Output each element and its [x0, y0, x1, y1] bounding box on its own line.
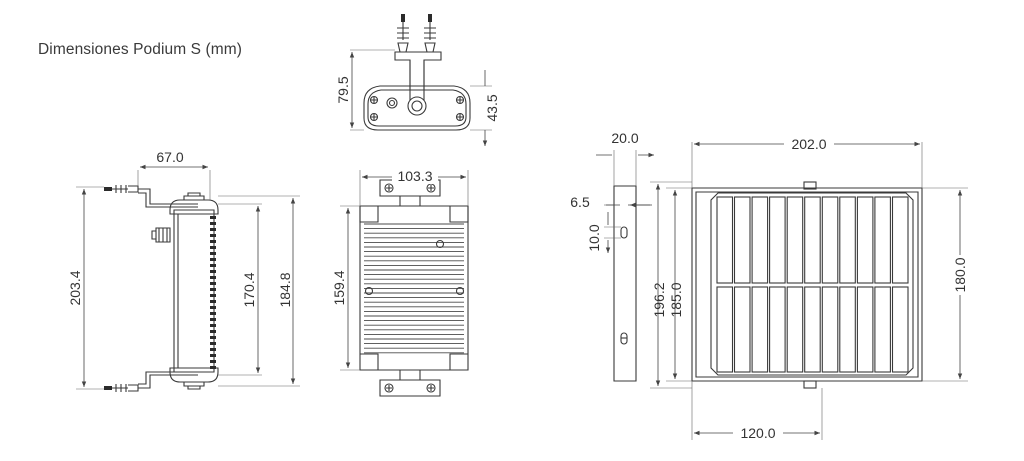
- top-base-plate: [363, 85, 471, 131]
- solar-cell: [856, 196, 874, 284]
- solar-cell: [839, 196, 856, 284]
- side-view: 67.0 203.4 170.4 184.8: [67, 149, 300, 392]
- side-fin: [210, 318, 216, 321]
- side-screw-top: [104, 185, 198, 208]
- solar-cell: [891, 286, 909, 373]
- solar-cell: [821, 196, 839, 284]
- panel-edge: [613, 185, 637, 382]
- solar-cell: [769, 196, 786, 284]
- side-fin: [210, 360, 216, 363]
- dim-79-5: 79.5: [335, 76, 351, 103]
- dim-67-0: 67.0: [156, 149, 183, 165]
- dim-10-0: 10.0: [586, 224, 602, 251]
- side-fin: [210, 312, 216, 315]
- solar-cell: [733, 286, 751, 373]
- dim-20-0: 20.0: [611, 130, 638, 146]
- side-fin: [210, 330, 216, 333]
- dim-185-0: 185.0: [668, 282, 684, 317]
- solar-cell: [874, 196, 891, 284]
- solar-cell: [786, 286, 804, 373]
- side-fin: [210, 348, 216, 351]
- solar-cell: [804, 286, 821, 373]
- drawing-title: Dimensiones Podium S (mm): [38, 41, 243, 58]
- side-cable-gland: [151, 227, 171, 243]
- solar-cell: [716, 286, 734, 373]
- solar-cell: [751, 286, 769, 373]
- side-fin: [210, 366, 216, 369]
- side-fin: [210, 228, 216, 231]
- solar-cell: [839, 286, 856, 373]
- side-fin: [210, 342, 216, 345]
- solar-cell: [769, 286, 786, 373]
- side-fin: [210, 294, 216, 297]
- side-fin: [210, 270, 216, 273]
- side-fin: [210, 252, 216, 255]
- side-fin: [210, 276, 216, 279]
- solar-cell: [716, 196, 734, 284]
- dim-159-4: 159.4: [331, 270, 347, 305]
- front-fins: [364, 223, 464, 354]
- side-fin: [210, 240, 216, 243]
- side-fin: [210, 306, 216, 309]
- front-view: 103.3 159.4: [331, 168, 469, 397]
- front-body: [359, 205, 469, 371]
- dim-6-5: 6.5: [570, 194, 590, 210]
- side-fin: [210, 288, 216, 291]
- solar-cell: [856, 286, 874, 373]
- side-fin: [210, 336, 216, 339]
- solar-cells: [716, 196, 909, 373]
- dim-103-3: 103.3: [397, 168, 432, 184]
- side-fin: [210, 246, 216, 249]
- dim-203-4: 203.4: [67, 270, 83, 305]
- side-fins: [210, 216, 216, 369]
- dim-180-0: 180.0: [952, 257, 968, 292]
- solar-cell: [786, 196, 804, 284]
- panel-side-view: 20.0 6.5 10.0: [570, 130, 654, 382]
- side-screw-bottom: [104, 371, 198, 392]
- dim-184-8: 184.8: [277, 272, 293, 307]
- top-screw-right: [424, 14, 436, 53]
- panel-frame: [691, 187, 923, 382]
- top-screw-left: [397, 14, 409, 53]
- dim-43-5: 43.5: [484, 94, 500, 121]
- top-view: 79.5 43.5: [335, 14, 500, 146]
- panel-front-view: 202.0 196.2 185.0 180.0 120.0: [650, 135, 969, 441]
- side-fin: [210, 324, 216, 327]
- side-fin: [210, 300, 216, 303]
- side-fin: [210, 222, 216, 225]
- side-body: [173, 209, 215, 373]
- side-fin: [210, 234, 216, 237]
- dim-120-0: 120.0: [740, 425, 775, 441]
- solar-cell: [874, 286, 891, 373]
- dim-196-2: 196.2: [651, 282, 667, 317]
- side-fin: [210, 258, 216, 261]
- solar-cell: [751, 196, 769, 284]
- side-fin: [210, 282, 216, 285]
- side-fin: [210, 216, 216, 219]
- side-fin: [210, 354, 216, 357]
- dim-202-0: 202.0: [791, 136, 826, 152]
- dim-170-4: 170.4: [241, 272, 257, 307]
- solar-cell: [821, 286, 839, 373]
- solar-cell: [804, 196, 821, 284]
- side-fin: [210, 264, 216, 267]
- solar-cell: [733, 196, 751, 284]
- top-bracket-arm: [394, 51, 442, 91]
- solar-cell: [891, 196, 909, 284]
